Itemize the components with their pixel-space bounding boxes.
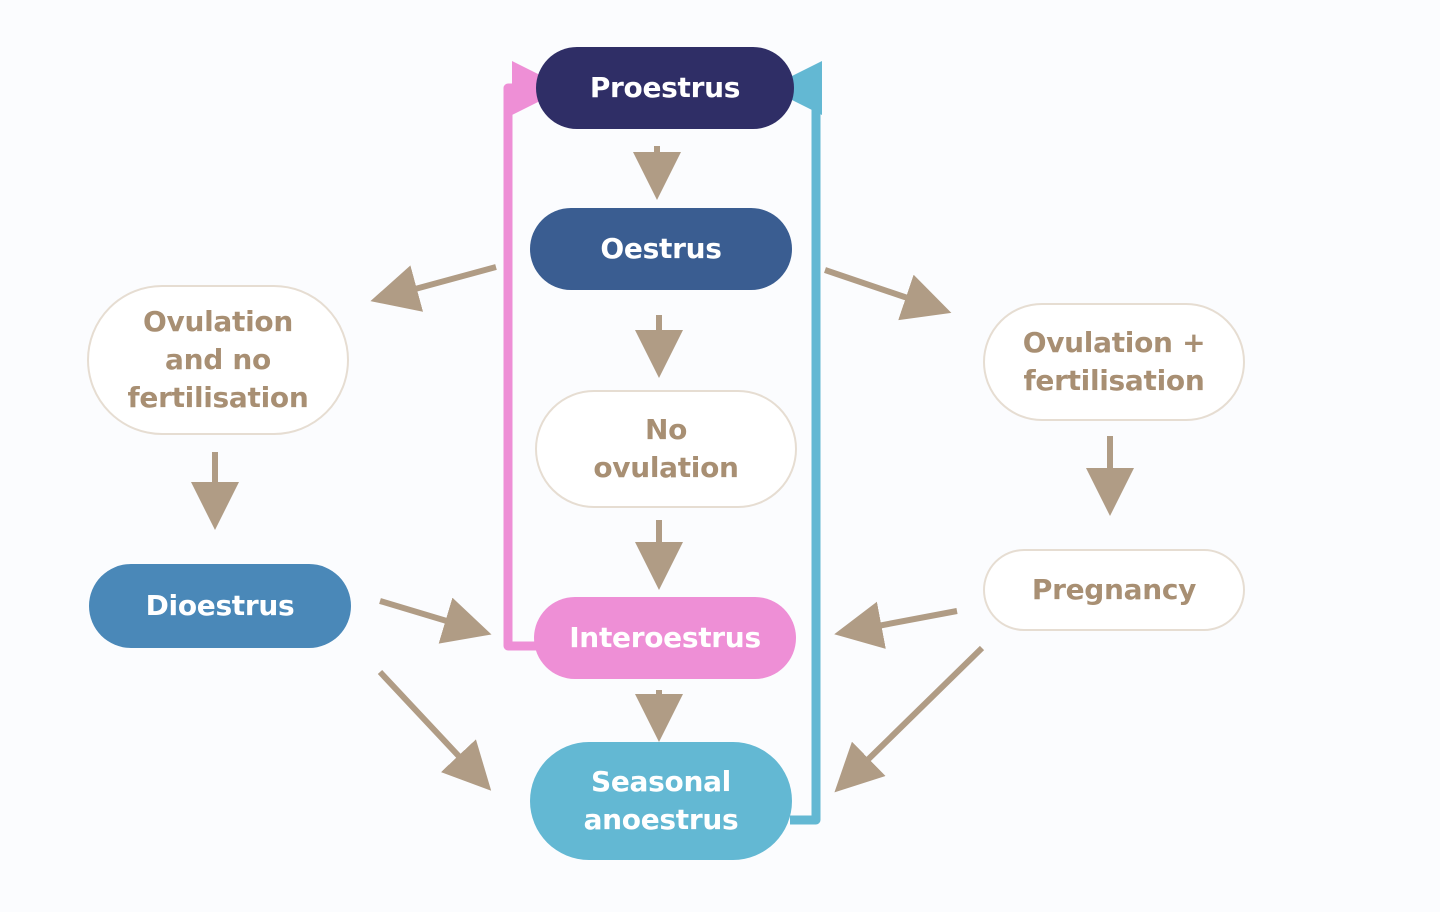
arrow-oestrus-to-ovulation-no-fertilisation xyxy=(370,264,497,312)
node-no-ovulation: No ovulation xyxy=(535,390,797,508)
arrow-pregnancy-to-interoestrus xyxy=(834,601,958,649)
node-ovulation-fertilisation-label: Ovulation + fertilisation xyxy=(1022,326,1206,397)
node-dioestrus: Dioestrus xyxy=(89,564,351,648)
arrow-pregnancy-to-anoestrus xyxy=(834,645,985,793)
arrow-dioestrus-to-interoestrus xyxy=(379,597,492,644)
node-interoestrus-label: Interoestrus xyxy=(569,621,761,654)
arrow-dioestrus-to-anoestrus xyxy=(377,669,492,791)
node-ovulation-fertilisation: Ovulation + fertilisation xyxy=(983,303,1245,421)
anoestrus-to-proestrus-loop xyxy=(768,61,822,825)
node-oestrus: Oestrus xyxy=(530,208,792,290)
node-proestrus: Proestrus xyxy=(536,47,794,129)
node-seasonal-anoestrus: Seasonal anoestrus xyxy=(530,742,792,860)
node-pregnancy: Pregnancy xyxy=(983,549,1245,631)
node-proestrus-label: Proestrus xyxy=(589,71,741,104)
arrow-oestrus-to-ovulation-fertilisation xyxy=(824,267,952,321)
node-no-ovulation-label: No ovulation xyxy=(593,413,739,484)
node-interoestrus: Interoestrus xyxy=(534,597,796,679)
node-dioestrus-label: Dioestrus xyxy=(145,589,295,622)
node-pregnancy-label: Pregnancy xyxy=(1031,573,1197,606)
node-ovulation-no-fertilisation-label: Ovulation and no fertilisation xyxy=(127,305,309,414)
node-seasonal-anoestrus-label: Seasonal anoestrus xyxy=(583,765,739,836)
interoestrus-to-proestrus-loop xyxy=(503,61,566,651)
node-ovulation-no-fertilisation: Ovulation and no fertilisation xyxy=(87,285,349,435)
node-oestrus-label: Oestrus xyxy=(600,232,722,265)
